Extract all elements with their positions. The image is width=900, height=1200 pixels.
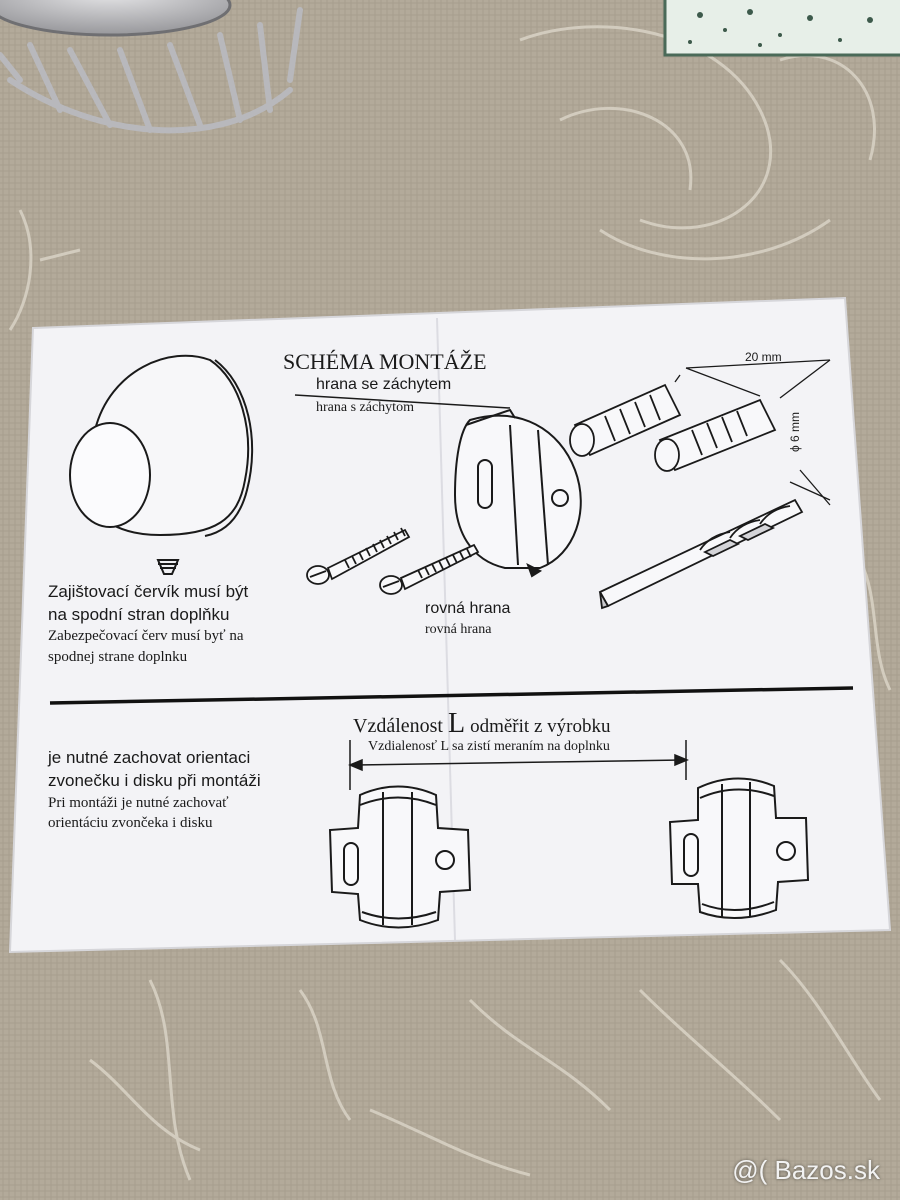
box-speckles <box>688 9 873 47</box>
note1-cz-line2: na spodní stran doplňku <box>48 605 230 624</box>
dimension-diameter-label: ϕ 6 mm <box>788 411 802 452</box>
dimension-length-label: 20 mm <box>745 350 782 364</box>
wall-plug-1 <box>569 383 682 457</box>
edge-label-sk: hrana s záchytom <box>316 400 414 415</box>
disc-left-illustration <box>328 785 472 929</box>
note1-sk-line2: spodnej strane doplnku <box>48 649 188 665</box>
chrome-basket <box>0 0 303 134</box>
flat-edge-label-sk: rovná hrana <box>425 622 492 637</box>
bazos-watermark: @( Bazos.sk <box>732 1155 880 1185</box>
note1-cz-line1: Zajištovací červík musí být <box>48 582 249 601</box>
distance-arrow <box>348 740 689 790</box>
note2-sk-line1: Pri montáži je nutné zachovať <box>48 795 229 811</box>
diagram-title: SCHÉMA MONTÁŽE <box>283 349 487 374</box>
edge-leader-line <box>294 394 511 409</box>
distance-heading-suffix: odměřit z výrobku <box>470 716 611 737</box>
wall-plug-2 <box>654 398 777 472</box>
distance-subtitle-sk: Vzdialenosť L sa zistí meraním na doplnk… <box>368 739 610 754</box>
note2-cz-line1: je nutné zachovat orientaci <box>48 748 251 767</box>
distance-heading-prefix: Vzdálenost <box>353 715 443 737</box>
note1-sk-line1: Zabezpečovací červ musí byť na <box>48 628 244 644</box>
screw-1 <box>306 527 411 585</box>
section-divider <box>49 686 854 705</box>
drill-bit-illustration <box>598 498 804 610</box>
distance-heading-letter: L <box>447 708 466 739</box>
note2-sk-line2: orientáciu zvončeka i disku <box>48 815 213 831</box>
dimension-20mm <box>674 359 831 399</box>
flat-edge-label-cz: rovná hrana <box>425 600 511 617</box>
distance-heading: Vzdálenost L odměřit z výrobku <box>353 708 610 740</box>
decorative-box <box>663 0 900 57</box>
disc-illustration <box>453 408 582 578</box>
note2-cz-line2: zvonečku i disku při montáži <box>48 771 261 790</box>
disc-right-illustration <box>668 777 810 920</box>
edge-label-cz: hrana se záchytem <box>316 376 452 393</box>
screw-2 <box>379 543 480 595</box>
dimension-6mm <box>789 469 831 506</box>
bell-illustration <box>69 354 254 575</box>
